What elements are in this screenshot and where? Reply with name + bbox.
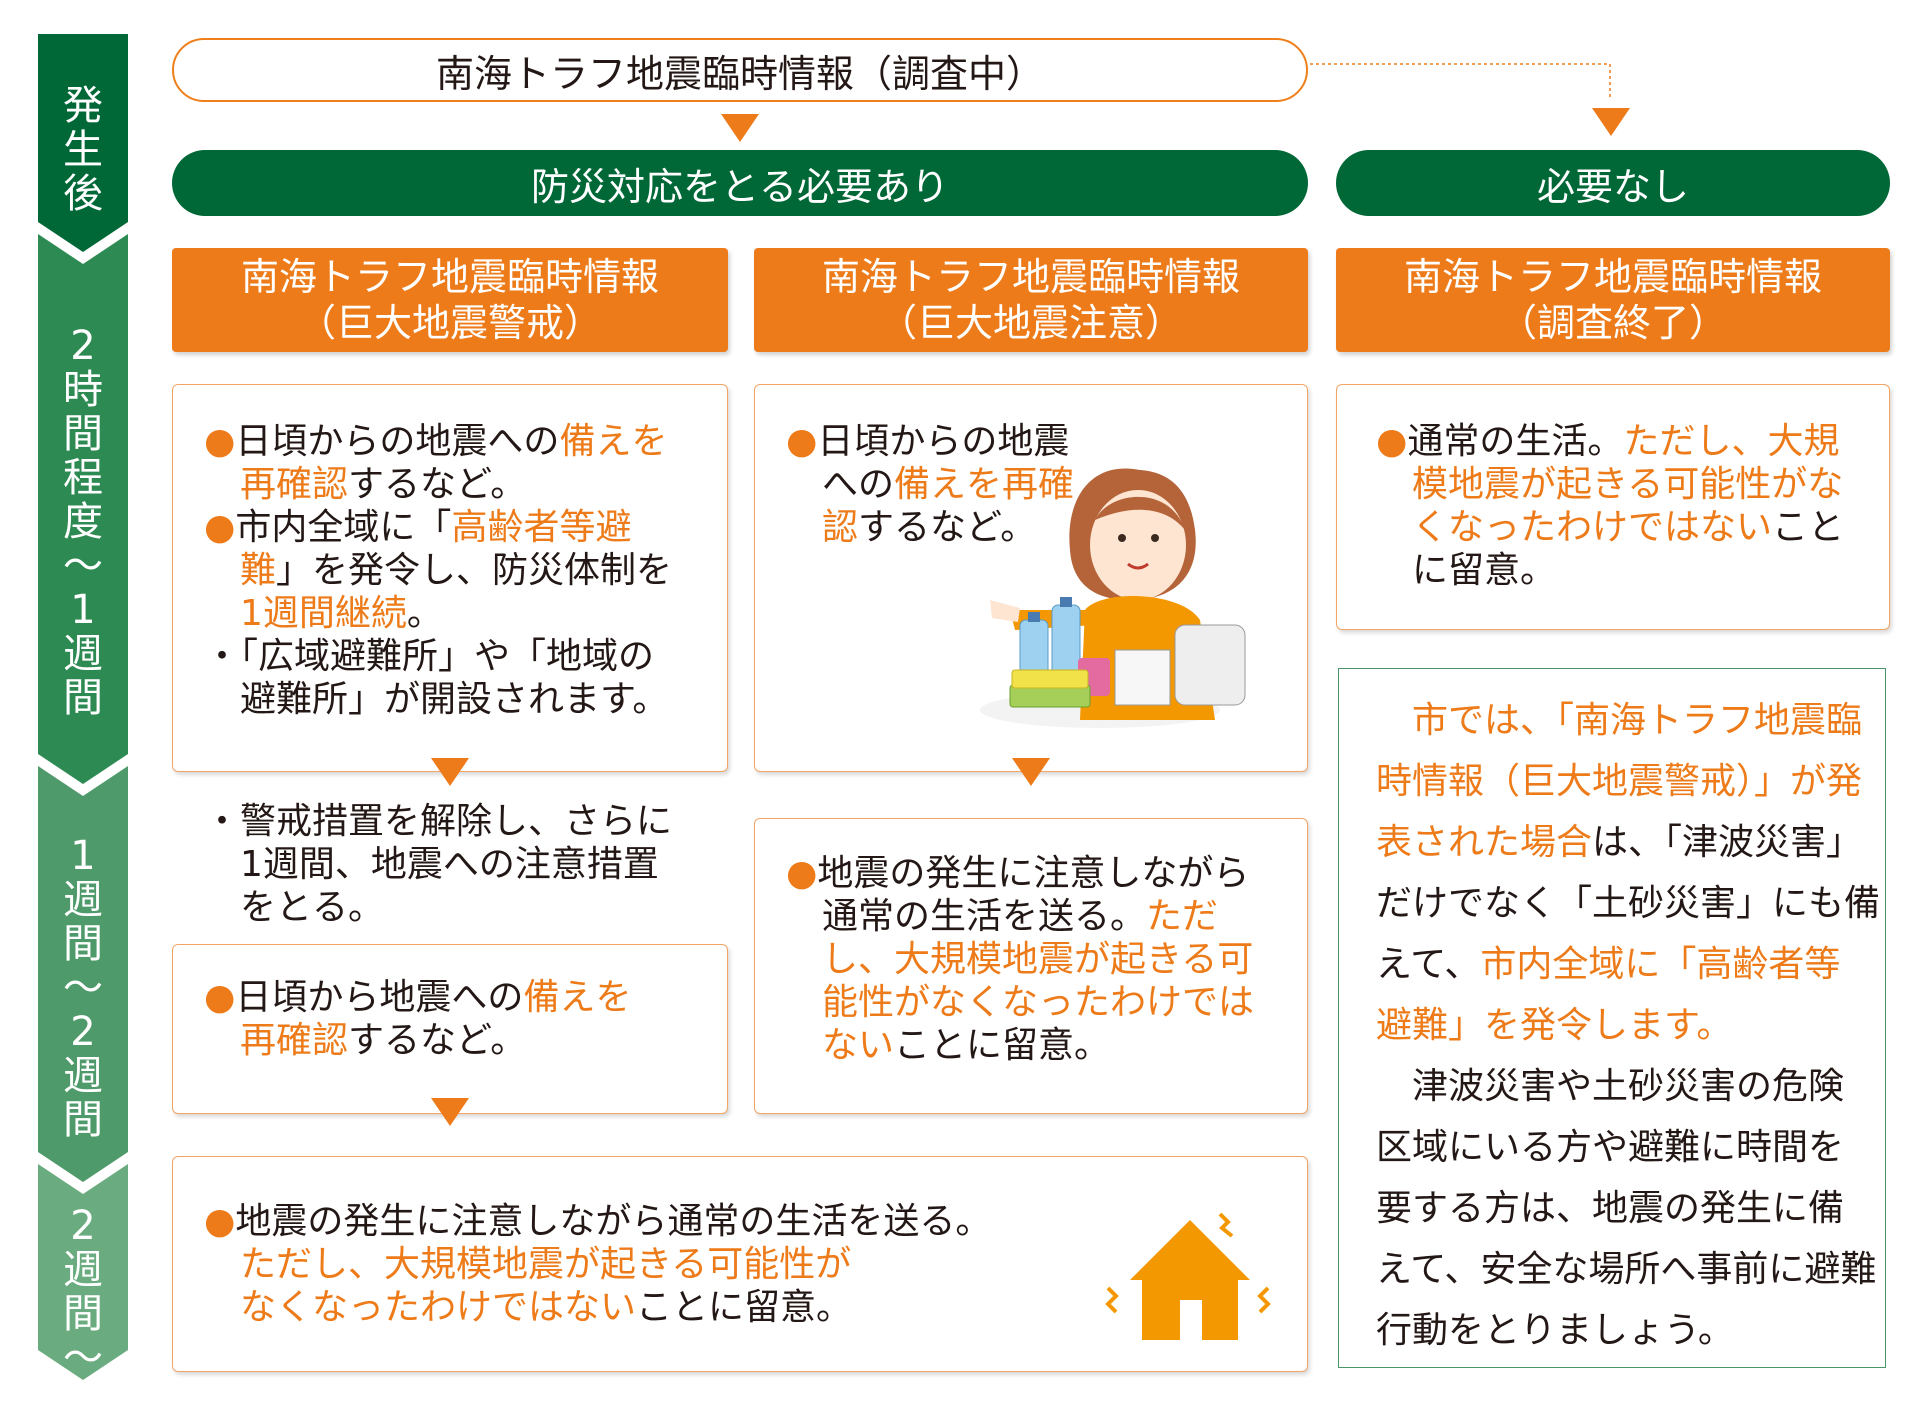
action-needed-label: 防災対応をとる必要あり bbox=[531, 156, 949, 211]
arrow-down-icon bbox=[1012, 758, 1050, 786]
not-needed-pill: 必要なし bbox=[1336, 150, 1890, 216]
investigating-pill: 南海トラフ地震臨時情報（調査中） bbox=[172, 38, 1308, 102]
bullet-icon: ● bbox=[786, 853, 817, 894]
bullet-icon: ● bbox=[204, 421, 235, 462]
shaking-house-icon bbox=[1100, 1200, 1280, 1350]
warning-box-text: ●日頃からの地震への備えを 再確認するなど。 ●市内全域に「高齢者等避 難」を発… bbox=[204, 420, 672, 721]
bullet-icon: ● bbox=[204, 1201, 235, 1242]
action-needed-pill: 防災対応をとる必要あり bbox=[172, 150, 1308, 216]
arrow-down-icon bbox=[431, 758, 469, 786]
city-note-text: 市では、「南海トラフ地震臨 時情報（巨大地震警戒）」が発 表された場合は、「津波… bbox=[1376, 690, 1880, 1361]
bullet-icon: ● bbox=[204, 507, 235, 548]
warning-subtitle: （巨大地震警戒） bbox=[172, 300, 728, 346]
ended-title: 南海トラフ地震臨時情報 bbox=[1336, 254, 1890, 300]
bottom-box-text: ●地震の発生に注意しながら通常の生活を送る。 ただし、大規模地震が起きる可能性が… bbox=[204, 1200, 991, 1329]
warning-title: 南海トラフ地震臨時情報 bbox=[172, 254, 728, 300]
warning-after-text: ・警戒措置を解除し、さらに 1週間、地震への注意措置 をとる。 bbox=[204, 800, 672, 929]
woman-with-supplies-illustration bbox=[970, 460, 1270, 740]
caution-subtitle: （巨大地震注意） bbox=[754, 300, 1308, 346]
timeline-label-after: 発生後 bbox=[38, 84, 128, 216]
investigating-label: 南海トラフ地震臨時情報（調査中） bbox=[436, 43, 1044, 98]
arrow-down-icon bbox=[1592, 108, 1630, 136]
not-needed-label: 必要なし bbox=[1537, 156, 1689, 211]
caution-box-2-text: ●地震の発生に注意しながら 通常の生活を送る。ただ し、大規模地震が起きる可 能… bbox=[786, 852, 1254, 1067]
caution-title: 南海トラフ地震臨時情報 bbox=[754, 254, 1308, 300]
dotted-connector bbox=[1310, 60, 1630, 140]
bullet-icon: ● bbox=[786, 421, 817, 462]
ended-header: 南海トラフ地震臨時情報 （調査終了） bbox=[1336, 248, 1890, 352]
caution-header: 南海トラフ地震臨時情報 （巨大地震注意） bbox=[754, 248, 1308, 352]
ended-box-text: ●通常の生活。ただし、大規 模地震が起きる可能性がな くなったわけではないこと … bbox=[1376, 420, 1844, 592]
bullet-icon: ● bbox=[204, 977, 235, 1018]
bullet-icon: ● bbox=[1376, 421, 1407, 462]
warning-box-2-text: ●日頃から地震への備えを 再確認するなど。 bbox=[204, 976, 631, 1062]
arrow-down-icon bbox=[431, 1098, 469, 1126]
warning-header: 南海トラフ地震臨時情報 （巨大地震警戒） bbox=[172, 248, 728, 352]
arrow-down-icon bbox=[721, 114, 759, 142]
ended-subtitle: （調査終了） bbox=[1336, 300, 1890, 346]
